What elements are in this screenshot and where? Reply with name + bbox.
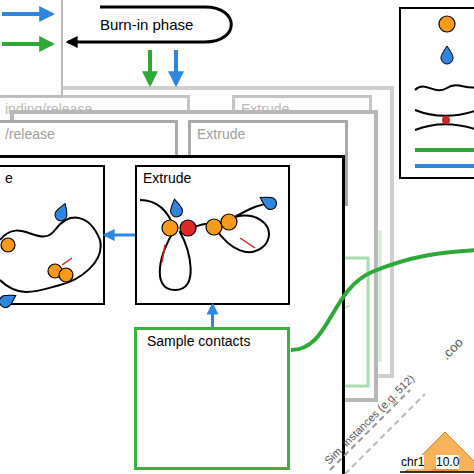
text-label: chr1 xyxy=(401,455,424,469)
panel-title: /release xyxy=(5,126,55,142)
blue-arrow xyxy=(2,12,52,16)
legend-contact-dot xyxy=(442,116,450,124)
panel-box: Sample contacts xyxy=(134,327,290,470)
legend-polymer xyxy=(415,85,474,90)
instance-stack-line xyxy=(330,390,410,470)
legend-blue-line xyxy=(415,164,474,168)
panel-box: Extrude xyxy=(135,165,290,305)
panel-title: Sample contacts xyxy=(147,333,251,349)
legend-box xyxy=(400,8,474,178)
legend-ctcf xyxy=(441,46,453,64)
text-label: 10.0 xyxy=(436,455,459,469)
green-output-curve xyxy=(291,250,474,350)
green-down-arrow xyxy=(148,50,152,84)
blue-down-arrow xyxy=(174,50,178,84)
flow-arrow xyxy=(211,305,214,327)
panel-box: e xyxy=(0,165,105,305)
green-arrow xyxy=(2,42,52,46)
flow-arrow xyxy=(105,234,135,237)
panel-background xyxy=(135,165,290,305)
panel-title: e xyxy=(5,170,13,186)
legend-contact xyxy=(415,110,474,130)
legend-green-line xyxy=(415,148,474,152)
panel-title: Extrude xyxy=(143,170,191,186)
map-axis xyxy=(400,471,474,473)
panel-title: Extrude xyxy=(197,126,245,142)
cropped-box xyxy=(0,0,62,96)
text-label: Burn-in phase xyxy=(100,16,193,33)
legend-cohesin xyxy=(439,16,455,32)
panel-background xyxy=(0,165,105,305)
text-label: .coo xyxy=(438,335,466,363)
burn-in-loop xyxy=(68,7,231,42)
